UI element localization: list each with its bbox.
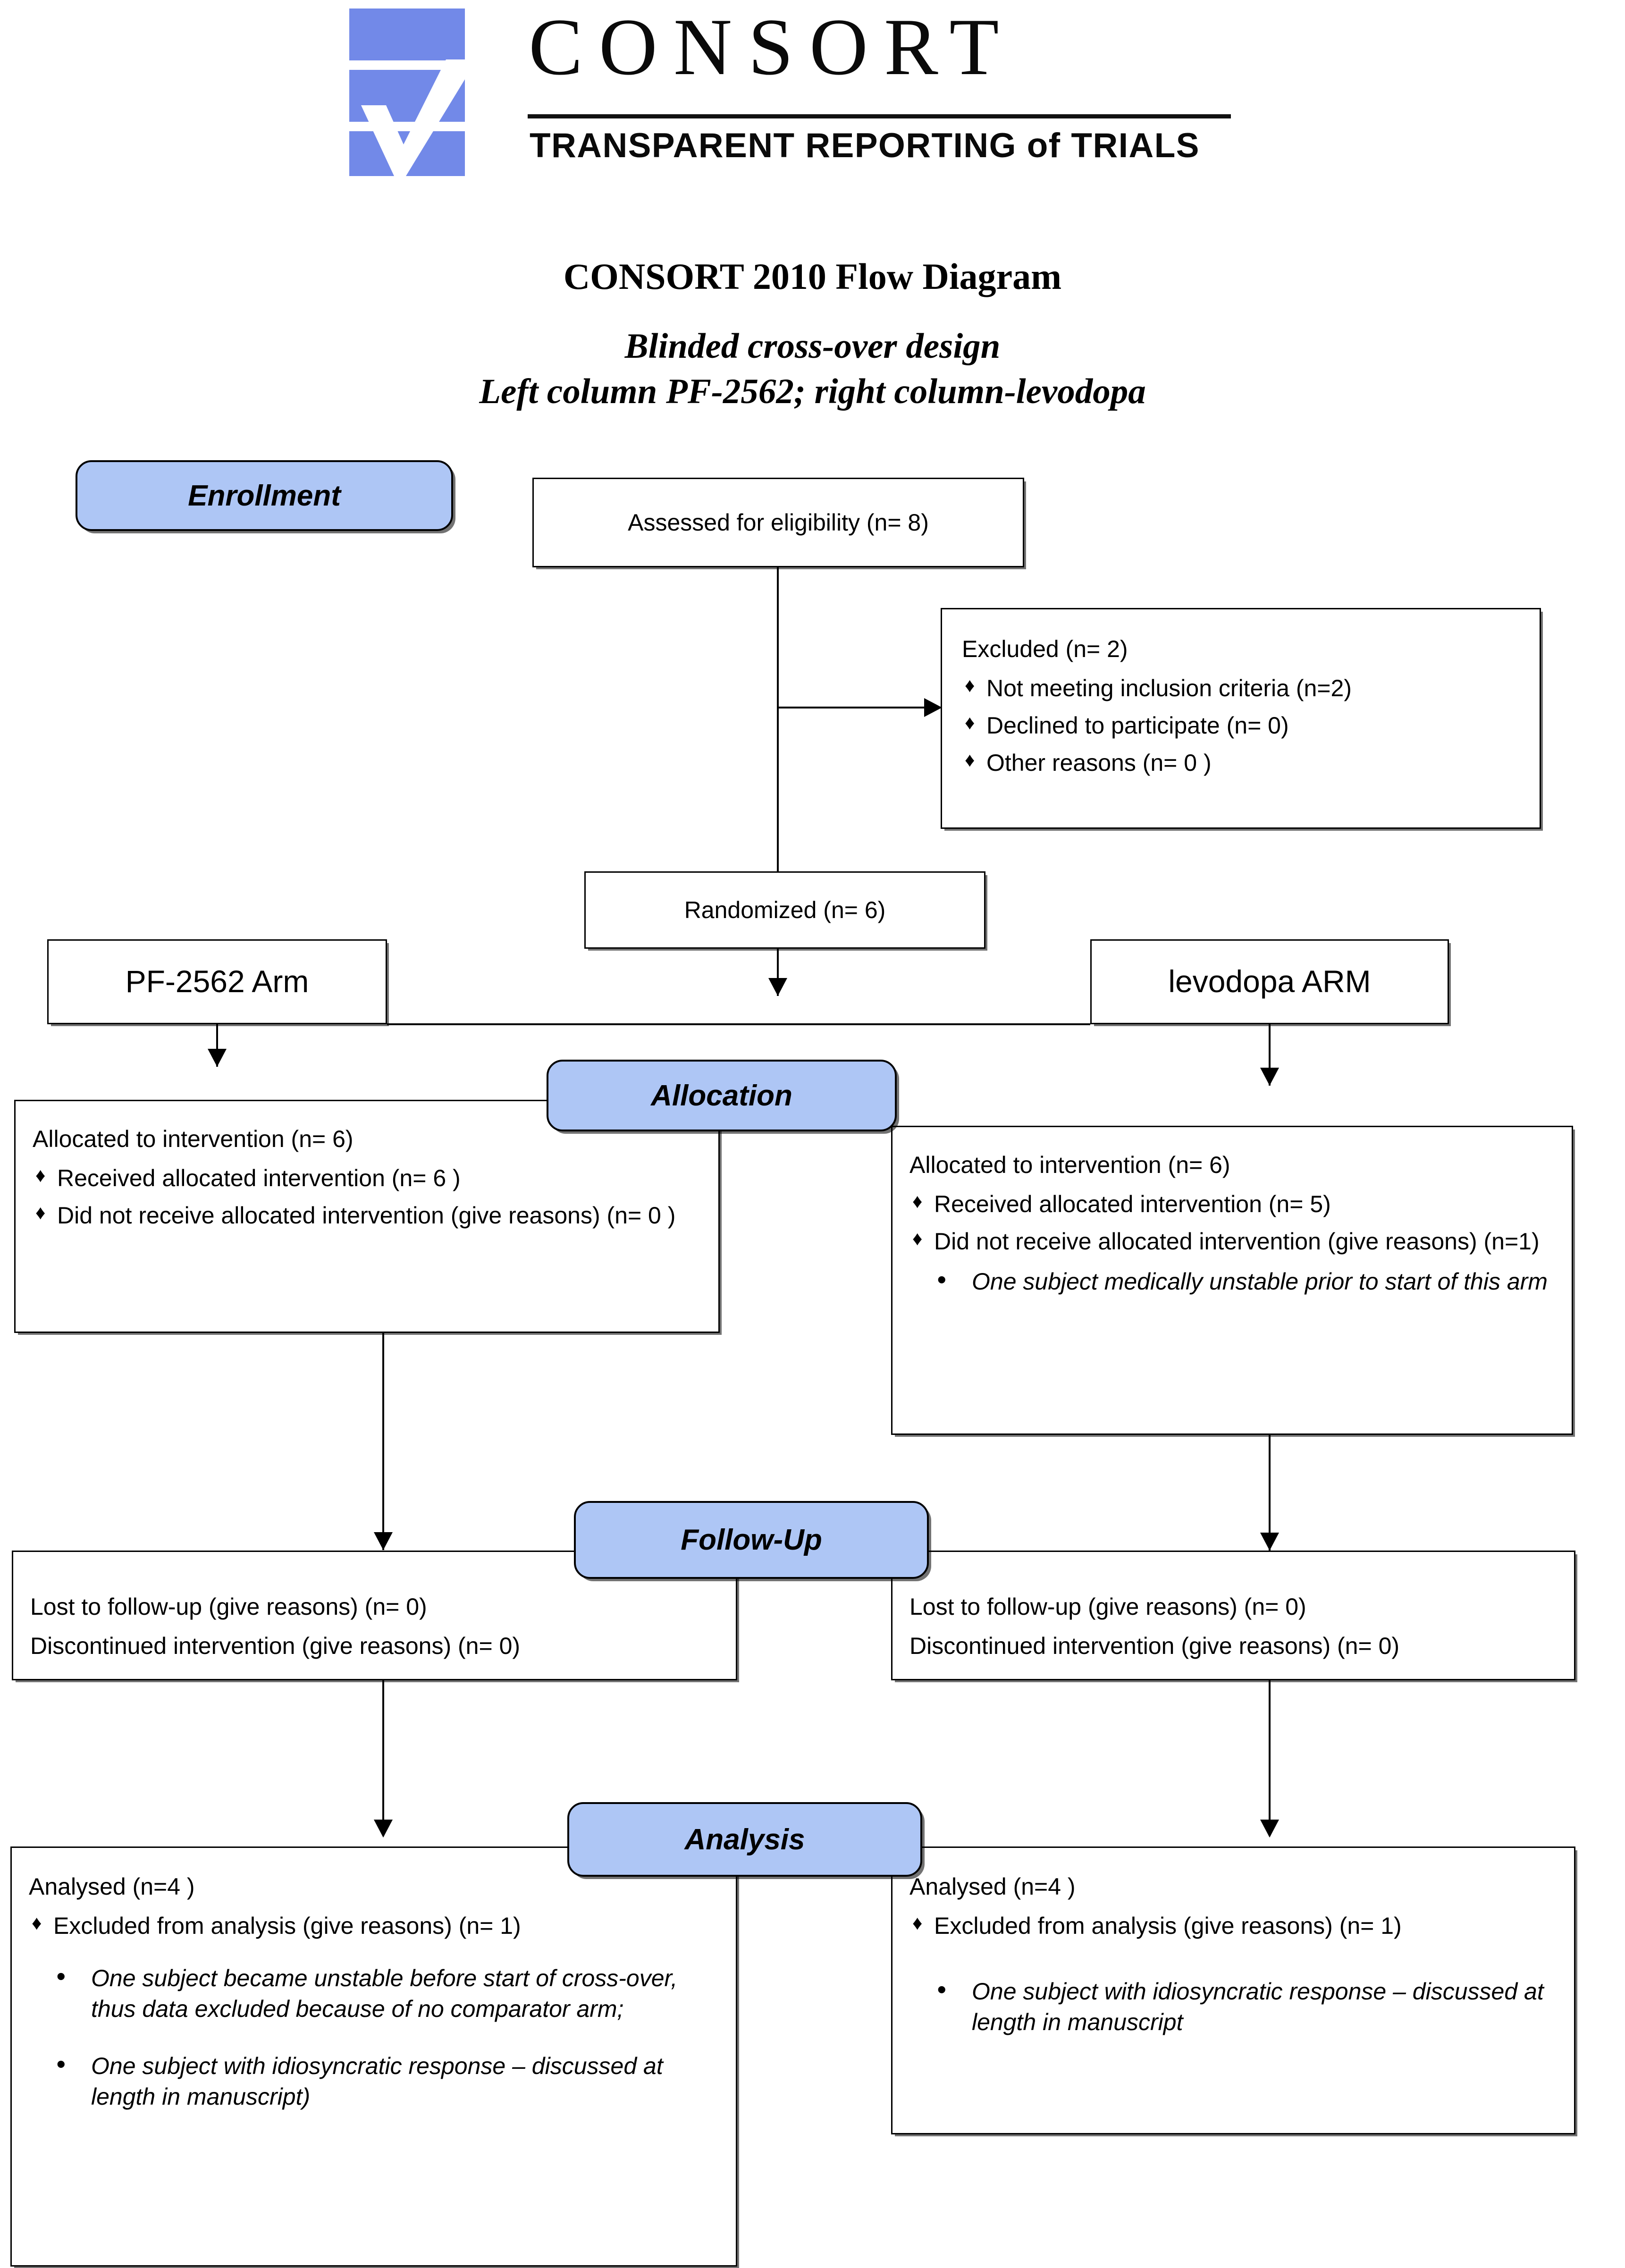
arm-right-label: levodopa ARM [1168,964,1371,999]
list-item: Received allocated intervention (n= 6 ) [33,1162,705,1194]
randomized-text: Randomized (n= 6) [684,896,886,923]
followup-left-line2: Discontinued intervention (give reasons)… [30,1633,521,1659]
page-subtitle-line1: Blinded cross-over design [624,327,1001,366]
logo-bar-middle [349,70,465,122]
connector-arm-bridge [387,1023,1090,1025]
list-item: Not meeting inclusion criteria (n=2) [962,672,1521,704]
assessed-text: Assessed for eligibility (n= 8) [628,509,929,536]
page-subtitle-line2: Left column PF-2562; right column-levodo… [479,372,1146,411]
arrow-left-followup-icon [374,1532,393,1550]
consort-logo: CONSORT TRANSPARENT REPORTING of TRIALS [349,5,1260,189]
excluded-header: Excluded (n= 2) [962,636,1128,662]
arrow-right-followup-icon [1260,1533,1279,1551]
list-item: One subject became unstable before start… [29,1960,723,2024]
stage-label-analysis: Analysis [567,1802,922,1877]
connector-randomized-down [777,949,779,996]
analysis-left-sublist: One subject became unstable before start… [29,1960,723,2112]
stage-followup-text: Follow-Up [681,1524,822,1556]
connector-to-excluded [777,707,930,708]
arrow-left-analysis-icon [374,1820,393,1838]
box-arm-left: PF-2562 Arm [47,939,387,1024]
stage-analysis-text: Analysis [684,1823,805,1856]
box-followup-left: Lost to follow-up (give reasons) (n= 0) … [12,1551,737,1680]
box-excluded: Excluded (n= 2) Not meeting inclusion cr… [941,608,1541,829]
page-title: CONSORT 2010 Flow Diagram [563,256,1062,297]
connector-left-allocation-to-followup [382,1333,384,1550]
allocation-right-list: Received allocated intervention (n= 5) D… [909,1188,1558,1257]
stage-label-allocation: Allocation [547,1060,897,1131]
analysis-right-header: Analysed (n=4 ) [909,1873,1076,1900]
logo-bar-top [349,8,465,60]
box-analysis-left: Analysed (n=4 ) Excluded from analysis (… [10,1846,737,2267]
analysis-right-sublist: One subject with idiosyncratic response … [909,1973,1565,2038]
stage-allocation-text: Allocation [651,1079,792,1112]
stage-enrollment-text: Enrollment [188,479,341,512]
box-analysis-right: Analysed (n=4 ) Excluded from analysis (… [891,1846,1575,2134]
logo-divider-rule [528,114,1231,118]
arrow-right-allocation-icon [1260,1068,1279,1086]
connector-left-arm-to-allocation [216,1024,218,1067]
arrow-to-excluded-icon [924,698,942,717]
stage-label-followup: Follow-Up [574,1501,929,1579]
excluded-reason-list: Not meeting inclusion criteria (n=2) Dec… [962,672,1521,778]
logo-tagline: TRANSPARENT REPORTING of TRIALS [530,128,1200,163]
arrow-randomized-down-icon [768,978,787,996]
arrow-right-analysis-icon [1260,1820,1279,1838]
list-item: Declined to participate (n= 0) [962,709,1521,741]
connector-right-allocation-to-followup [1269,1435,1271,1551]
list-item: One subject with idiosyncratic response … [909,1973,1565,2038]
arrow-left-allocation-icon [208,1049,227,1067]
connector-right-arm-to-allocation [1269,1024,1271,1086]
list-item: Excluded from analysis (give reasons) (n… [29,1910,723,1941]
connector-right-followup-to-analysis [1269,1680,1271,1836]
logo-wordmark: CONSORT [529,2,1015,92]
allocation-left-header: Allocated to intervention (n= 6) [33,1126,354,1152]
list-item: Excluded from analysis (give reasons) (n… [909,1910,1565,1941]
allocation-right-sublist: One subject medically unstable prior to … [909,1264,1558,1297]
analysis-left-header: Analysed (n=4 ) [29,1873,195,1900]
list-item: Other reasons (n= 0 ) [962,747,1521,778]
stage-label-enrollment: Enrollment [76,460,453,531]
box-allocation-right: Allocated to intervention (n= 6) Receive… [891,1126,1573,1435]
list-item: Did not receive allocated intervention (… [33,1199,705,1231]
logo-bar-bottom [349,131,465,176]
logo-tagline-tail: TRIALS [1071,126,1200,165]
allocation-left-list: Received allocated intervention (n= 6 ) … [33,1162,705,1231]
list-item: One subject with idiosyncratic response … [29,2048,723,2112]
analysis-left-list: Excluded from analysis (give reasons) (n… [29,1910,723,1941]
analysis-right-list: Excluded from analysis (give reasons) (n… [909,1910,1565,1941]
logo-tagline-upper: TRANSPARENT REPORTING [530,126,1017,165]
followup-right-line2: Discontinued intervention (give reasons)… [909,1633,1400,1659]
followup-right-line1: Lost to follow-up (give reasons) (n= 0) [909,1594,1306,1620]
consort-logo-mark-icon [349,8,465,176]
logo-tagline-lower: of [1027,126,1061,165]
allocation-right-header: Allocated to intervention (n= 6) [909,1152,1230,1178]
box-assessed-for-eligibility: Assessed for eligibility (n= 8) [532,478,1024,567]
connector-left-followup-to-analysis [382,1680,384,1836]
connector-assessed-to-randomized [777,567,779,871]
list-item: Did not receive allocated intervention (… [909,1225,1558,1257]
arm-left-label: PF-2562 Arm [125,964,309,999]
box-randomized: Randomized (n= 6) [584,871,985,949]
followup-left-line1: Lost to follow-up (give reasons) (n= 0) [30,1594,427,1620]
list-item: One subject medically unstable prior to … [909,1264,1558,1297]
box-allocation-left: Allocated to intervention (n= 6) Receive… [14,1100,720,1333]
box-arm-right: levodopa ARM [1090,939,1449,1024]
list-item: Received allocated intervention (n= 5) [909,1188,1558,1220]
box-followup-right: Lost to follow-up (give reasons) (n= 0) … [891,1551,1575,1680]
